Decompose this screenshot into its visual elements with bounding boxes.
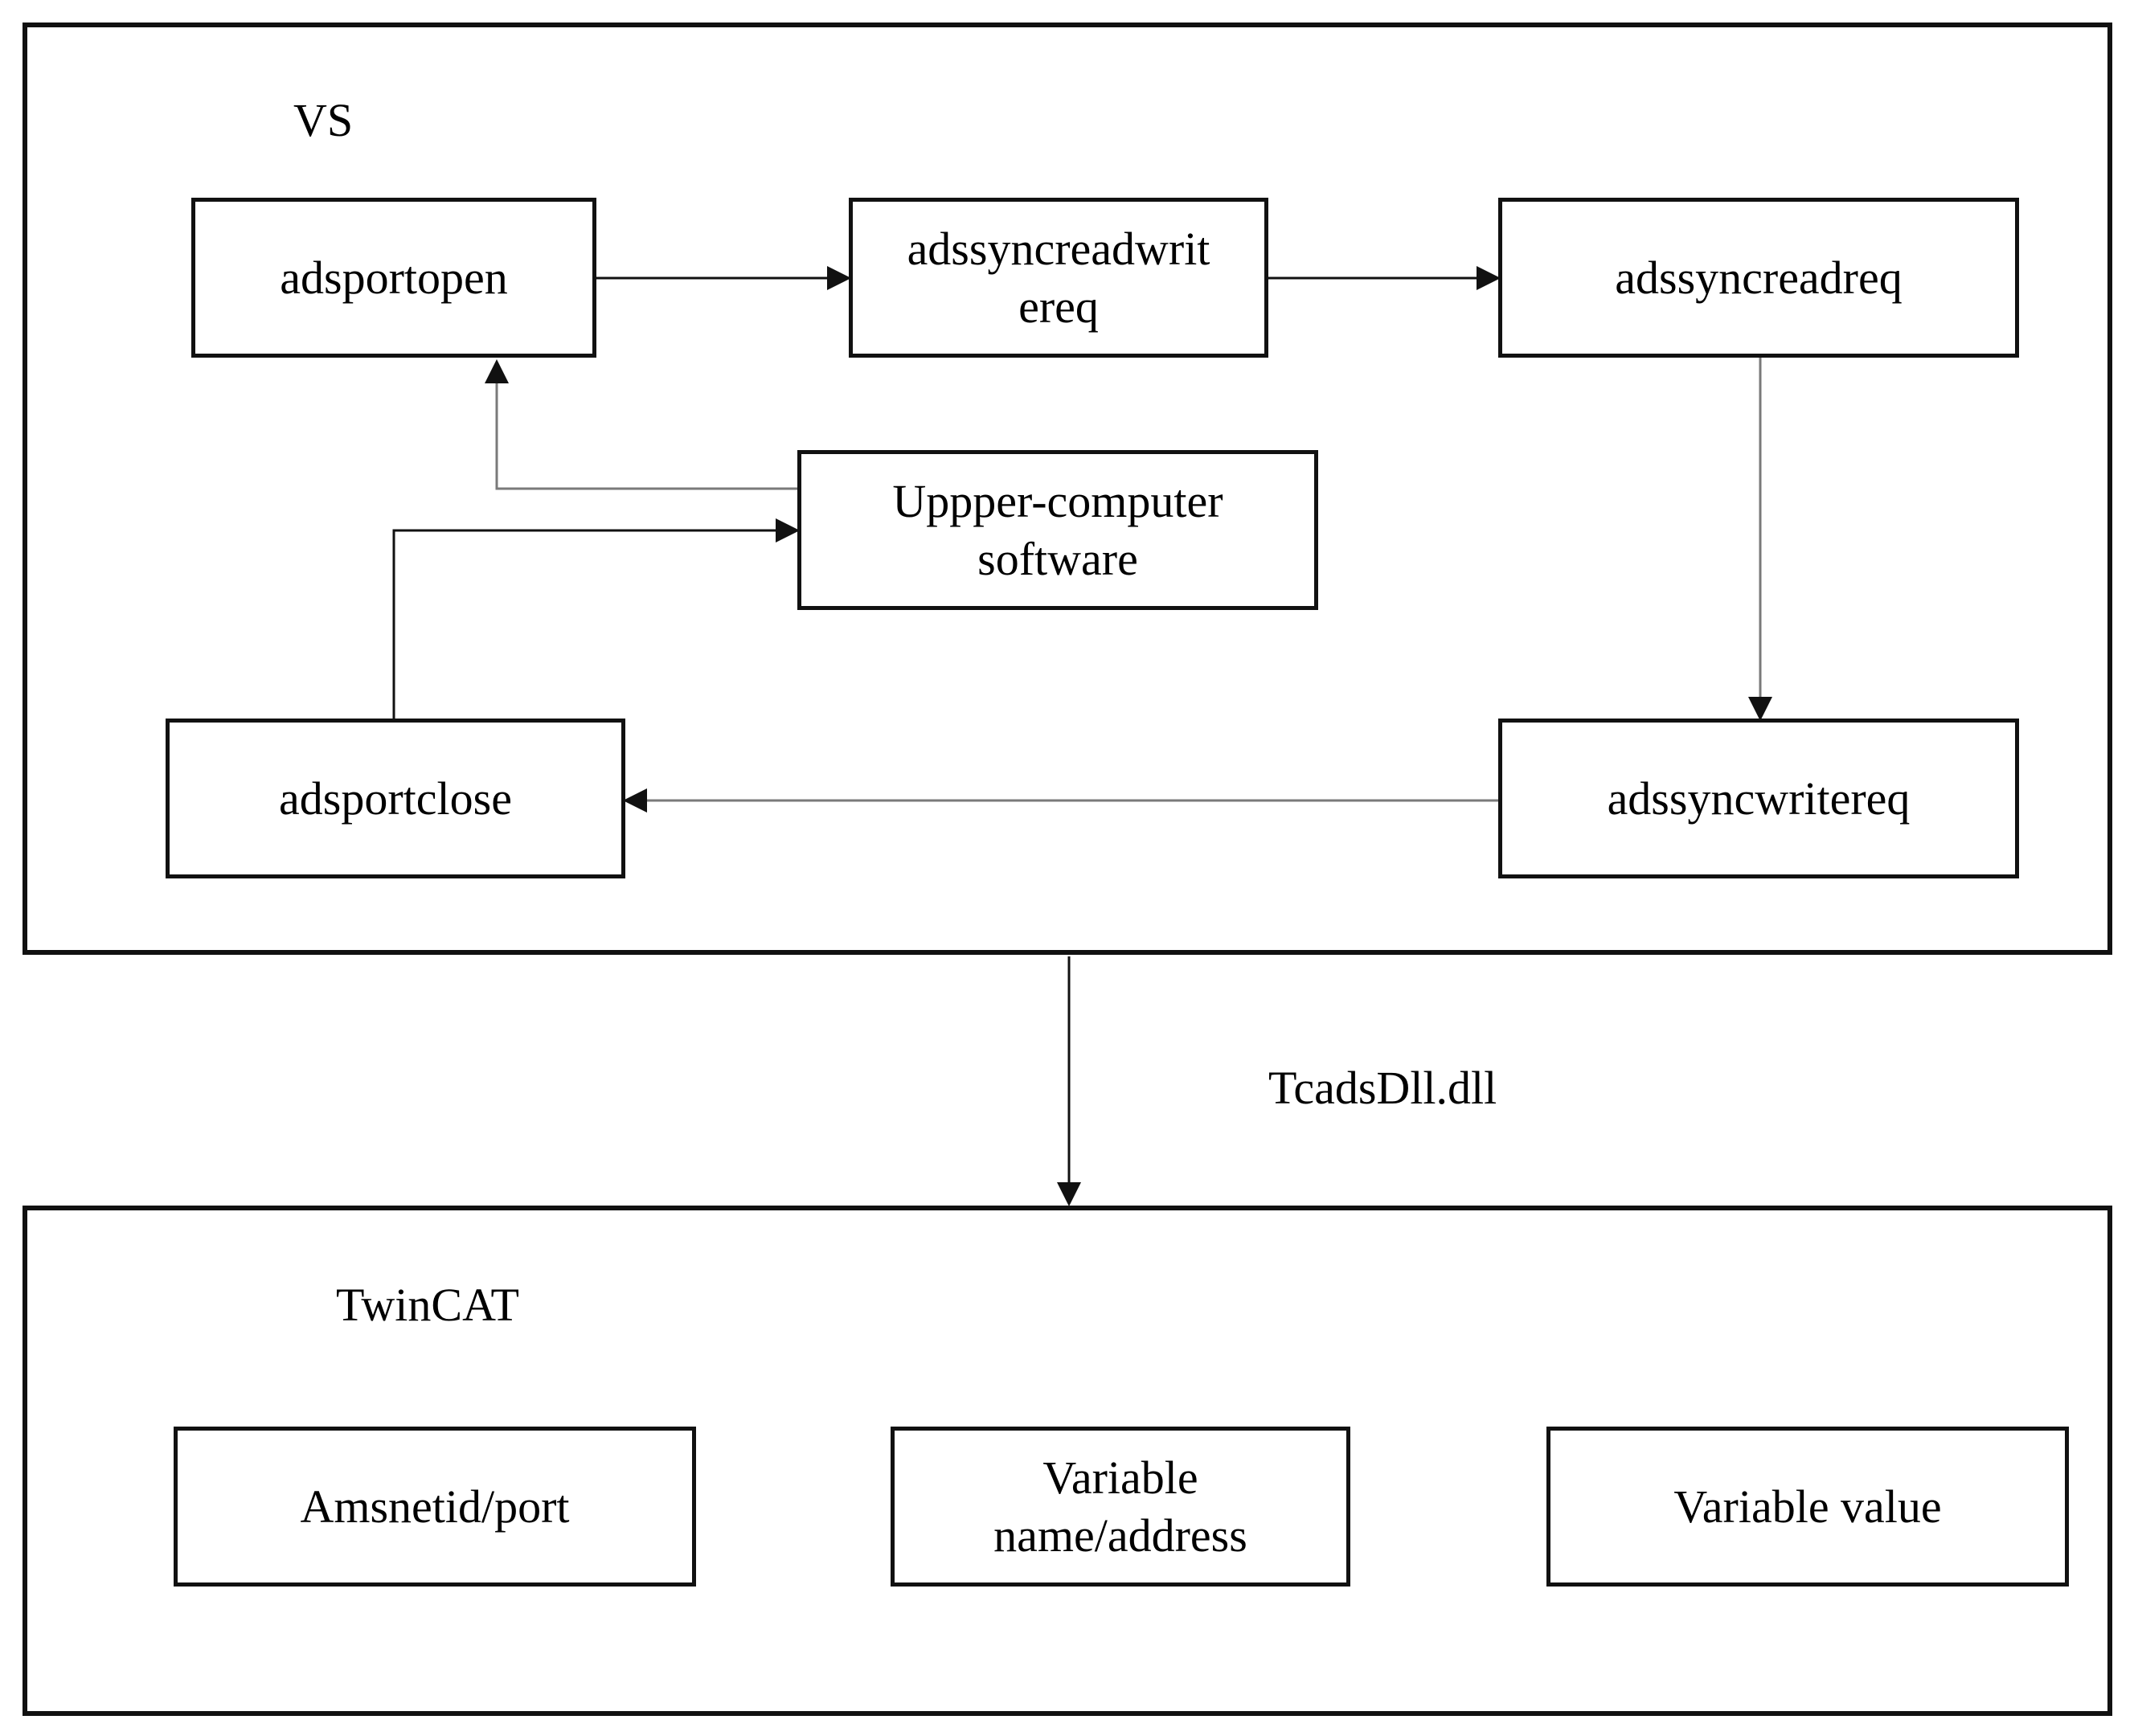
adssyncwritereq-node: adssyncwritereq: [1498, 719, 2019, 878]
twincat-panel: [23, 1206, 2112, 1716]
adsportclose-node: adsportclose: [166, 719, 625, 878]
adssyncreadreq-node: adssyncreadreq: [1498, 198, 2019, 358]
adsportopen-node: adsportopen: [191, 198, 596, 358]
vs-panel-title: VS: [293, 94, 354, 146]
vs-panel: [23, 23, 2112, 955]
adsportclose-label: adsportclose: [279, 772, 512, 825]
adssyncreadwritereq-node: adssyncreadwrit ereq: [849, 198, 1268, 358]
arrow-upper-to-open: [485, 359, 797, 490]
upper-computer-software-node: Uppper-computer software: [797, 450, 1318, 610]
arrow-close-to-upper: [392, 518, 800, 719]
amsnetid-port-node: Amsnetid/port: [174, 1427, 696, 1587]
variable-value-node: Variable value: [1546, 1427, 2069, 1587]
variable-value-label: Variable value: [1673, 1480, 1942, 1533]
twincat-panel-title: TwinCAT: [336, 1279, 519, 1331]
adsportopen-label: adsportopen: [280, 251, 508, 304]
adssyncreadwritereq-label: adssyncreadwrit ereq: [907, 222, 1210, 333]
adssyncreadreq-label: adssyncreadreq: [1615, 251, 1903, 304]
variable-name-address-label: Variable name/address: [993, 1451, 1247, 1562]
tcadsdll-label: TcadsDll.dll: [1268, 1062, 1497, 1114]
adssyncwritereq-label: adssyncwritereq: [1607, 772, 1911, 825]
variable-name-address-node: Variable name/address: [891, 1427, 1350, 1587]
amsnetid-port-label: Amsnetid/port: [300, 1480, 570, 1533]
upper-computer-software-label: Uppper-computer software: [892, 474, 1223, 585]
